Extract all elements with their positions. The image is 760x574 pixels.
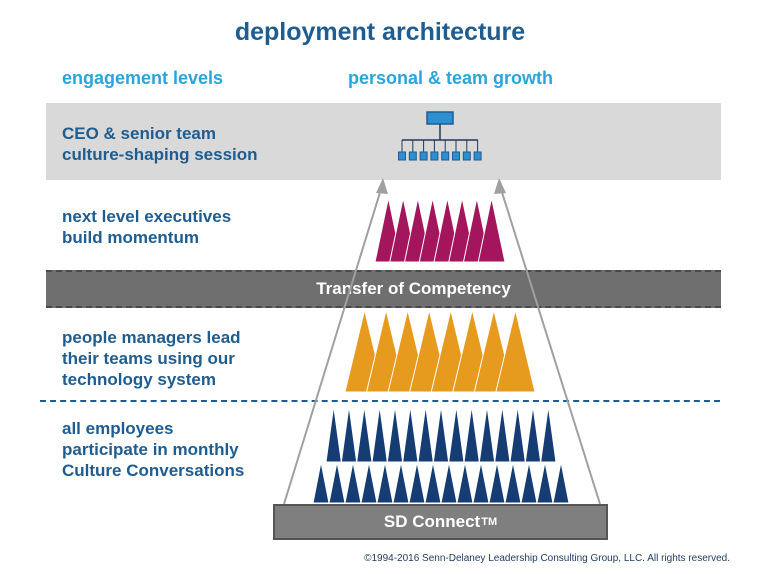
employee-triangle [536,461,554,504]
org-chart-node [441,151,450,161]
personal-team-growth-header: personal & team growth [348,68,554,88]
org-chart-node [419,151,428,161]
org-chart-node [408,151,417,161]
employee-triangle [312,461,330,504]
executive-triangle [477,197,506,263]
engagement-levels-header: engagement levels [62,68,224,88]
level-ceo-text: CEO & senior team culture-shaping sessio… [62,124,258,164]
transfer-of-competency-bar: Transfer of Competency [46,270,721,308]
level-executives-text: next level executives build momentum [62,207,232,247]
trademark-mark: TM [481,516,498,528]
growth-arrow-left-icon [283,178,388,505]
employee-triangle [376,461,394,504]
employee-triangle [386,405,404,463]
manager-triangle [495,309,536,393]
org-chart-node [430,151,439,161]
employee-triangle [463,405,480,463]
executives-tier [374,197,506,263]
growth-arrow-right-icon [494,178,601,505]
employee-triangle [340,405,358,463]
employee-triangle [417,405,434,463]
org-chart-icon [398,111,482,161]
employee-triangle [344,461,362,504]
employee-triangle [524,405,542,463]
employee-triangle [440,461,458,504]
org-chart-node [398,151,406,161]
org-chart-node [473,151,482,161]
employee-triangle [488,461,506,504]
employee-triangle [540,405,557,463]
page-title: deployment architecture [234,18,526,46]
transfer-of-competency-label: Transfer of Competency [316,279,511,298]
employee-triangle [448,405,465,463]
employee-triangle [325,405,342,463]
org-chart-node [452,151,460,161]
employee-triangle [360,461,378,504]
employee-triangle [456,461,474,504]
level-managers-text: people managers lead their teams using o… [62,328,241,389]
sd-connect-label: SD Connect [383,512,481,531]
employee-triangle [520,461,538,504]
employee-triangle [408,461,426,504]
copyright-notice: ©1994-2016 Senn-Delaney Leadership Consu… [364,553,730,564]
employee-triangle [371,405,388,463]
employees-tier [312,405,570,504]
dashed-divider [40,400,720,402]
employee-triangle [509,405,526,463]
employee-triangle [402,405,419,463]
employee-triangle [478,405,496,463]
level-employees-text: all employees participate in monthly Cul… [62,419,245,480]
employee-triangle [424,461,442,504]
employee-triangle [552,461,570,504]
employee-triangle [472,461,490,504]
managers-tier [344,309,536,393]
employee-triangle [432,405,450,463]
employee-triangle [356,405,373,463]
employee-triangle [504,461,522,504]
ceo-level-band [46,103,721,180]
employee-triangle [392,461,410,504]
employee-triangle [494,405,511,463]
employee-triangle [328,461,346,504]
org-chart-node [462,151,471,161]
